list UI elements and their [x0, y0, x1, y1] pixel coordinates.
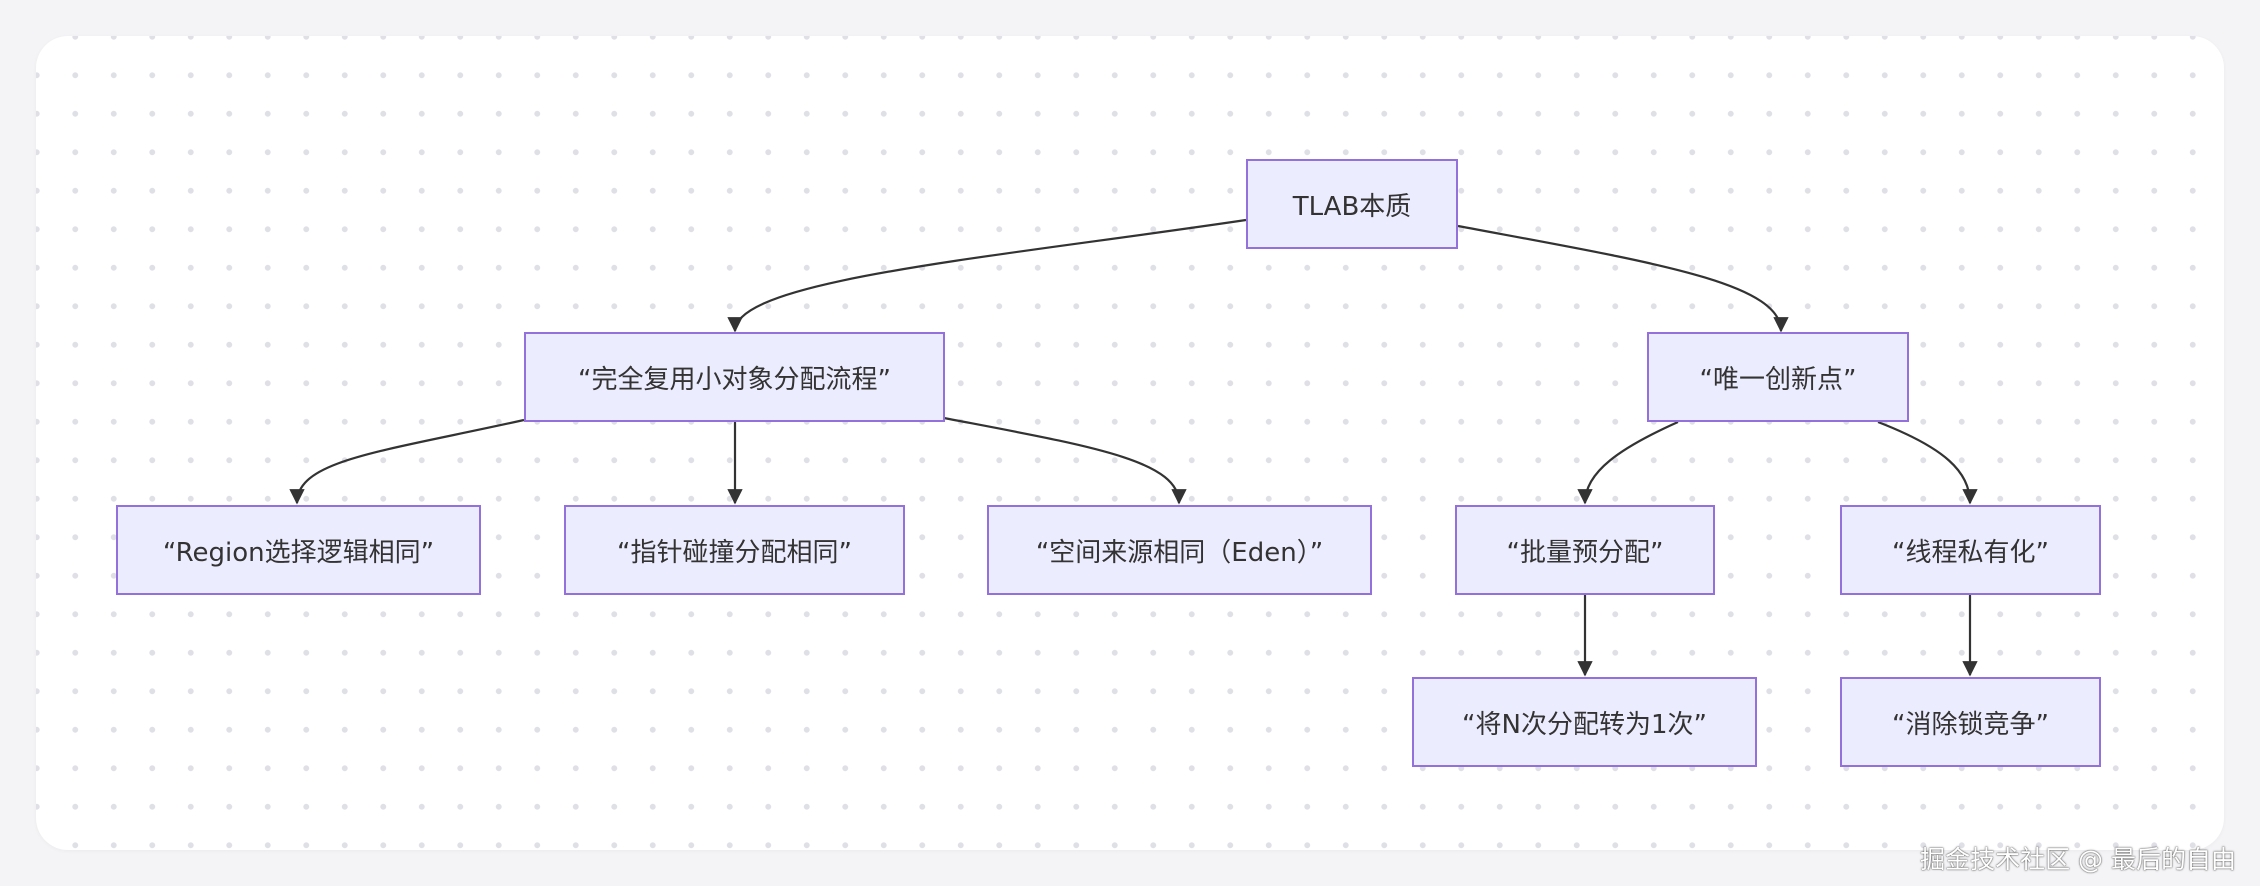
- node-thread-private: “线程私有化”: [1840, 505, 2101, 595]
- edge-root-innovation: [1457, 224, 1789, 333]
- node-no-lock-contention: “消除锁竞争”: [1840, 677, 2101, 767]
- edge-innovation-private: [1877, 420, 1978, 505]
- edge-root-reuse: [727, 218, 1247, 333]
- watermark: 掘金技术社区 @ 最后的自由: [1920, 845, 2236, 874]
- edge-innovation-batch: [1577, 420, 1679, 505]
- node-pointer-same: “指针碰撞分配相同”: [564, 505, 905, 595]
- node-n-to-one: “将N次分配转为1次”: [1412, 677, 1757, 767]
- node-region-same: “Region选择逻辑相同”: [116, 505, 481, 595]
- diagram-canvas: [36, 36, 2224, 850]
- node-only-innovation: “唯一创新点”: [1647, 332, 1909, 422]
- edge-reuse-space: [943, 416, 1187, 505]
- node-batch-prealloc: “批量预分配”: [1455, 505, 1715, 595]
- edge-reuse-region: [289, 418, 525, 505]
- node-tlab-essence: TLAB本质: [1246, 159, 1458, 249]
- node-full-reuse: “完全复用小对象分配流程”: [524, 332, 945, 422]
- node-space-same: “空间来源相同（Eden）”: [987, 505, 1372, 595]
